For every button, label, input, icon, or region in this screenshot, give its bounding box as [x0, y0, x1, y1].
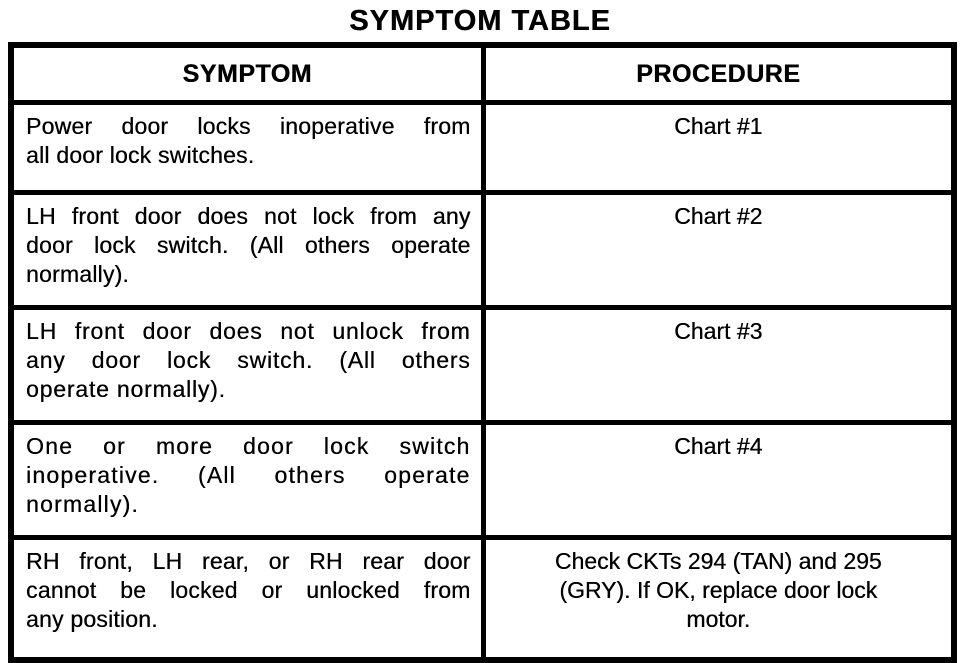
table-header-row: SYMPTOM PROCEDURE: [8, 42, 957, 105]
symptom-table: SYMPTOM PROCEDURE Power door locks inope…: [8, 42, 957, 663]
page-title: SYMPTOM TABLE: [349, 5, 611, 37]
procedure-cell: Chart #1: [480, 100, 957, 195]
procedure-cell: Check CKTs 294 (TAN) and 295(GRY). If OK…: [480, 535, 957, 663]
table-header-procedure: PROCEDURE: [480, 42, 957, 105]
table-header-symptom: SYMPTOM: [8, 42, 486, 105]
procedure-cell: Chart #3: [480, 305, 957, 425]
procedure-cell: Chart #2: [480, 190, 957, 310]
procedure-cell: Chart #4: [480, 420, 957, 540]
